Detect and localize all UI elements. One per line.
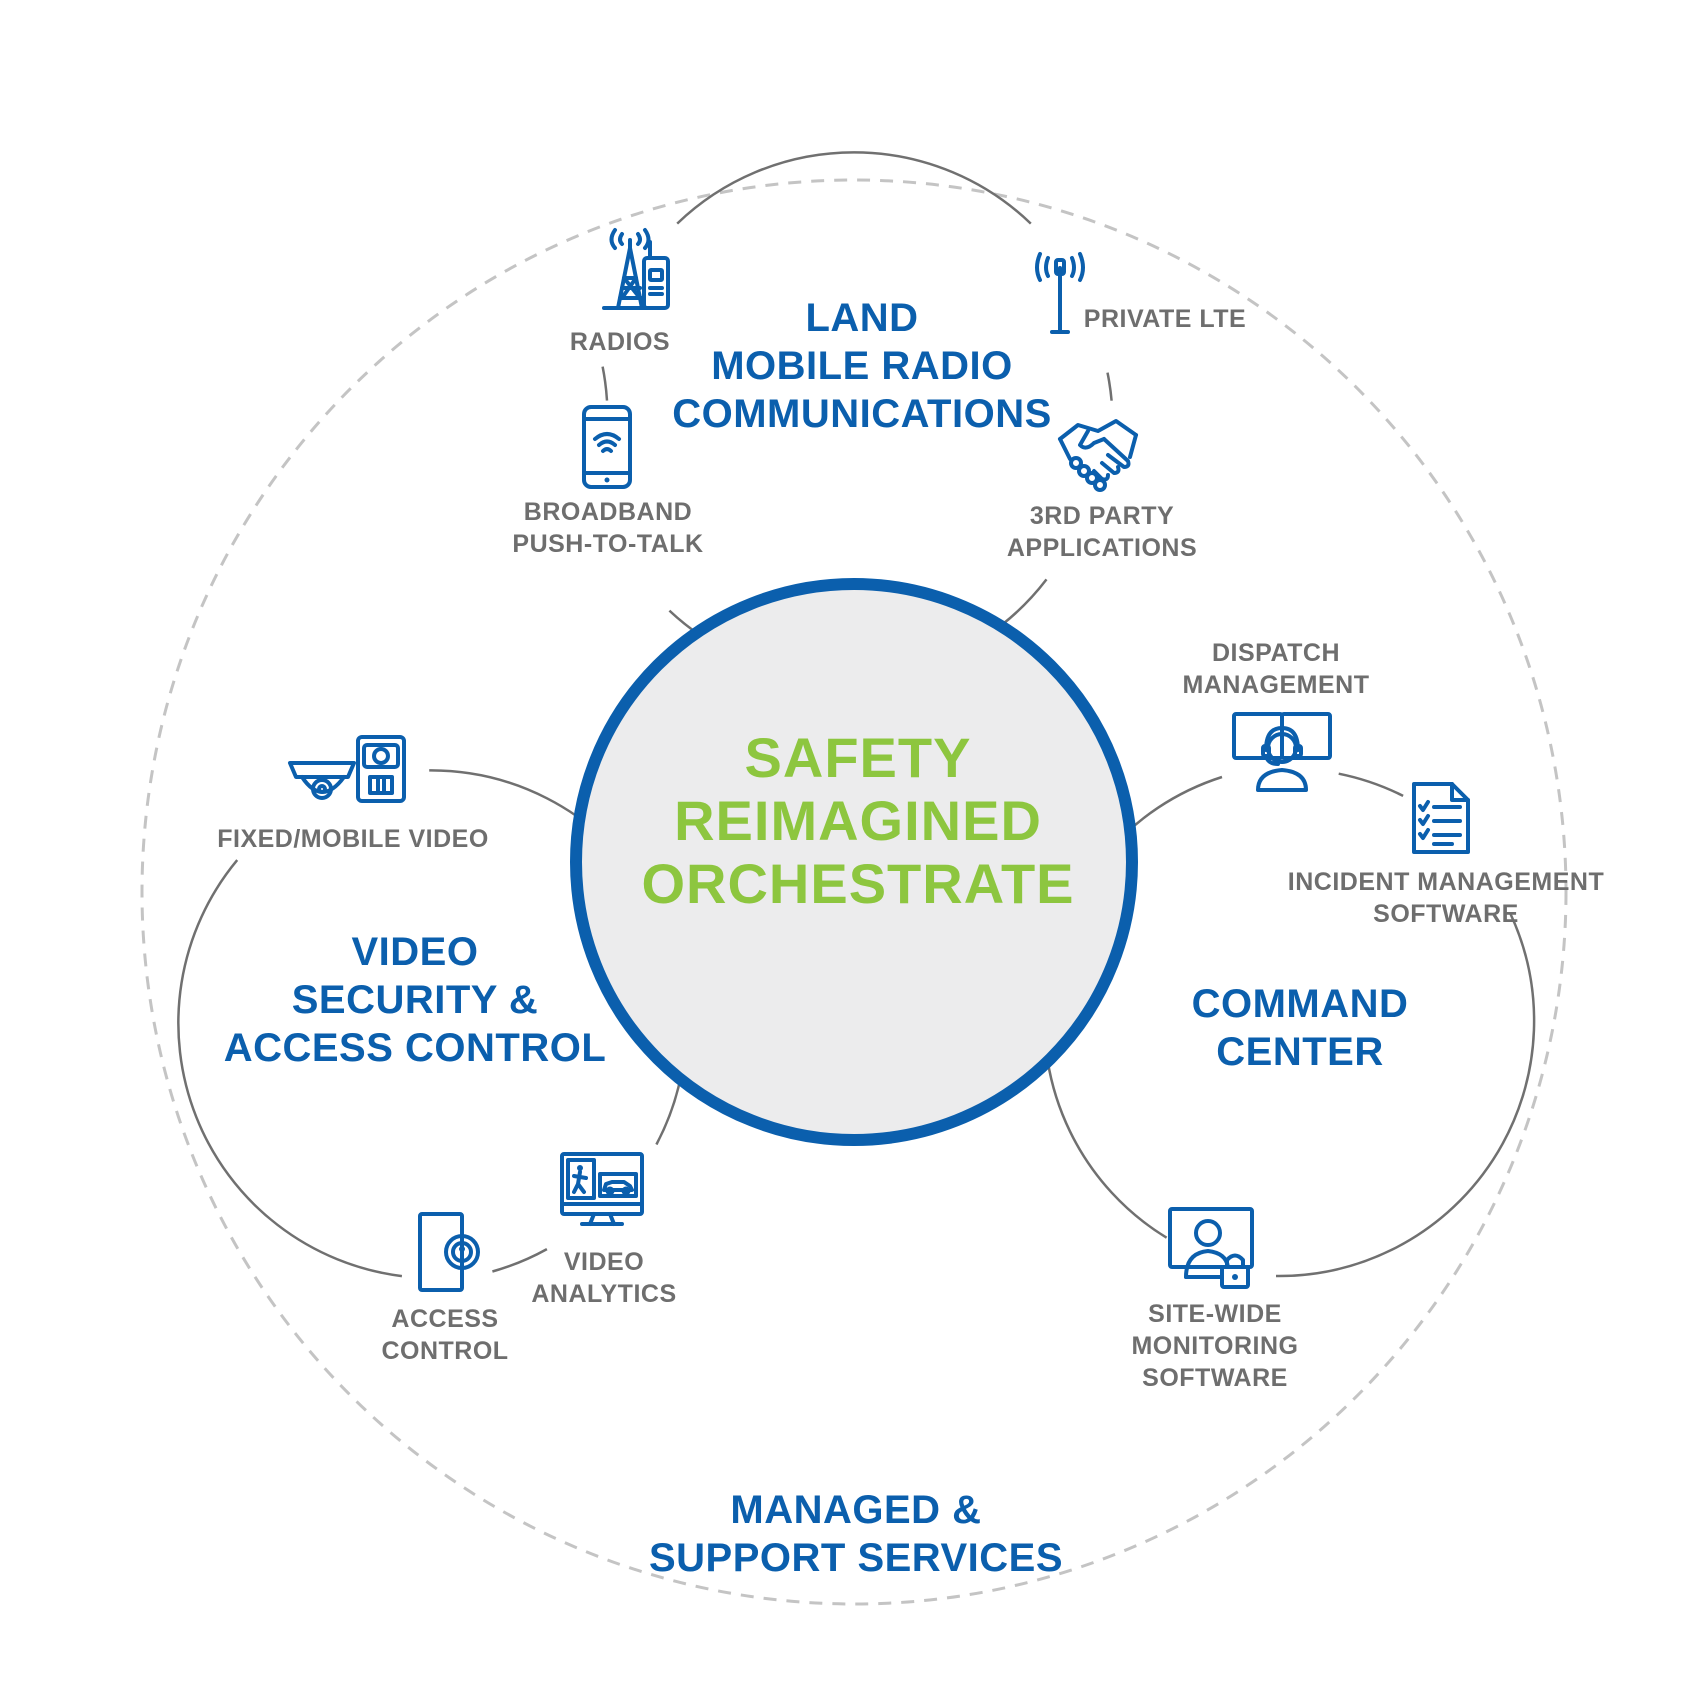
label-third-party-line-2: APPLICATIONS xyxy=(1007,534,1197,562)
label-access-control: ACCESS CONTROL xyxy=(381,1305,508,1365)
label-third-party: 3RD PARTY APPLICATIONS xyxy=(1007,502,1197,562)
label-sitewide-line-2: MONITORING xyxy=(1131,1332,1298,1360)
command-title-line-2: CENTER xyxy=(1216,1030,1383,1074)
video-title-line-3: ACCESS CONTROL xyxy=(224,1026,607,1070)
outer-title-line-1: MANAGED & xyxy=(730,1488,981,1532)
monitor-analytics-icon xyxy=(560,1152,644,1226)
label-video-analytics-line-1: VIDEO xyxy=(564,1248,644,1276)
outer-dashed-ring xyxy=(140,178,1568,1606)
lmr-title: LAND MOBILE RADIO COMMUNICATIONS xyxy=(672,296,1052,436)
label-radios: RADIOS xyxy=(570,328,670,356)
label-third-party-line-1: 3RD PARTY xyxy=(1030,502,1174,530)
camera-icon xyxy=(288,735,406,803)
handshake-icon xyxy=(1058,419,1138,492)
core-line-3: ORCHESTRATE xyxy=(641,852,1074,915)
label-dispatch-line-2: MANAGEMENT xyxy=(1183,671,1370,699)
antenna-icon xyxy=(1035,252,1085,334)
lmr-title-line-3: COMMUNICATIONS xyxy=(672,392,1052,436)
label-dispatch: DISPATCH MANAGEMENT xyxy=(1183,639,1370,699)
label-broadband: BROADBAND PUSH-TO-TALK xyxy=(512,498,703,558)
command-title-line-1: COMMAND xyxy=(1192,982,1409,1026)
lmr-title-line-1: LAND xyxy=(805,296,918,340)
checklist-document-icon xyxy=(1412,782,1470,854)
label-private-lte: PRIVATE LTE xyxy=(1084,305,1246,333)
video-title-line-1: VIDEO xyxy=(352,930,479,974)
label-sitewide-line-1: SITE-WIDE xyxy=(1148,1300,1282,1328)
core-label: SAFETY REIMAGINED ORCHESTRATE xyxy=(641,726,1074,915)
label-sitewide-line-3: SOFTWARE xyxy=(1142,1364,1288,1392)
label-fixed-mobile-video: FIXED/MOBILE VIDEO xyxy=(217,825,489,853)
label-incident-line-2: SOFTWARE xyxy=(1373,900,1519,928)
video-title: VIDEO SECURITY & ACCESS CONTROL xyxy=(224,930,607,1070)
label-broadband-line-1: BROADBAND xyxy=(524,498,692,526)
label-broadband-line-2: PUSH-TO-TALK xyxy=(512,530,703,558)
outer-title-line-2: SUPPORT SERVICES xyxy=(649,1536,1063,1580)
label-video-analytics-line-2: ANALYTICS xyxy=(531,1280,676,1308)
outer-title: MANAGED & SUPPORT SERVICES xyxy=(649,1488,1063,1580)
video-title-line-2: SECURITY & xyxy=(292,978,539,1022)
core-circle xyxy=(570,578,1138,1146)
smartphone-wifi-icon xyxy=(582,405,632,489)
core-line-1: SAFETY xyxy=(745,726,972,789)
lmr-title-line-2: MOBILE RADIO xyxy=(711,344,1013,388)
label-access-control-line-1: ACCESS xyxy=(391,1305,498,1333)
label-sitewide: SITE-WIDE MONITORING SOFTWARE xyxy=(1131,1300,1298,1392)
label-incident-line-1: INCIDENT MANAGEMENT xyxy=(1288,868,1604,896)
label-video-analytics: VIDEO ANALYTICS xyxy=(531,1248,676,1308)
label-incident: INCIDENT MANAGEMENT SOFTWARE xyxy=(1288,868,1604,928)
core-line-2: REIMAGINED xyxy=(674,789,1042,852)
dispatcher-headset-icon xyxy=(1232,712,1332,792)
monitor-user-lock-icon xyxy=(1168,1207,1254,1289)
radio-tower-icon xyxy=(602,228,670,310)
label-dispatch-line-1: DISPATCH xyxy=(1212,639,1340,667)
door-lock-icon xyxy=(418,1212,480,1292)
command-title: COMMAND CENTER xyxy=(1192,982,1409,1074)
label-access-control-line-2: CONTROL xyxy=(381,1337,508,1365)
